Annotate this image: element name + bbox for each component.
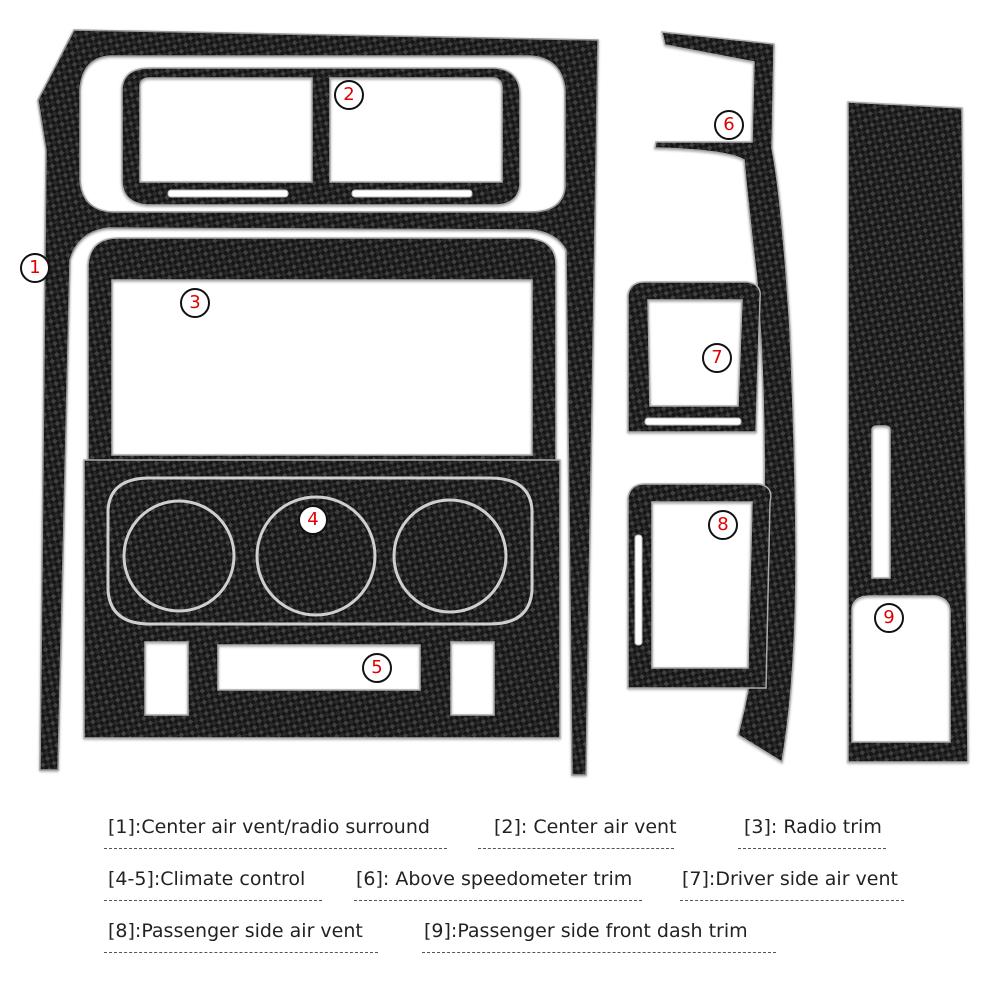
- legend-divider: [104, 952, 378, 953]
- legend-item: [7]:Driver side air vent: [682, 868, 898, 890]
- legend-divider: [354, 900, 642, 901]
- part-4-5-climate-control: [83, 459, 561, 739]
- part-2-center-air-vent: [121, 67, 521, 206]
- legend-item: [6]: Above speedometer trim: [356, 868, 633, 890]
- legend-divider: [104, 848, 447, 849]
- legend-row-3: [8]:Passenger side air vent [9]:Passenge…: [0, 920, 1000, 960]
- legend-item: [2]: Center air vent: [494, 816, 677, 838]
- legend-divider: [680, 900, 904, 901]
- part-number-marker: 7: [702, 343, 732, 373]
- legend-divider: [104, 900, 322, 901]
- parts-illustration: 1 2 3 4 5 6 7 8 9: [20, 29, 969, 776]
- legend-divider: [422, 952, 776, 953]
- legend-row-2: [4-5]:Climate control [6]: Above speedom…: [0, 868, 1000, 908]
- part-1-center-vent-radio-surround: [37, 29, 599, 776]
- part-6-above-speedometer-trim: [654, 31, 797, 764]
- part-3-radio-trim: [87, 237, 557, 463]
- legend-row-1: [1]:Center air vent/radio surround [2]: …: [0, 816, 1000, 856]
- part-number-marker: 9: [874, 603, 904, 633]
- part-number-marker: 2: [334, 80, 364, 110]
- legend-divider: [738, 848, 886, 849]
- part-9-passenger-side-front-dash-trim: [847, 101, 969, 763]
- carbon-parts-drawing: [37, 29, 969, 776]
- legend-item: [3]: Radio trim: [744, 816, 882, 838]
- part-number-marker: 1: [20, 253, 50, 283]
- part-7-driver-side-air-vent: [627, 281, 761, 433]
- part-number-marker: 8: [708, 510, 738, 540]
- legend-item: [4-5]:Climate control: [108, 868, 306, 890]
- part-8-passenger-side-air-vent: [627, 483, 772, 689]
- part-number-marker: 4: [298, 505, 328, 535]
- legend-item: [8]:Passenger side air vent: [108, 920, 363, 942]
- part-number-marker: 6: [714, 110, 744, 140]
- legend-item: [1]:Center air vent/radio surround: [108, 816, 430, 838]
- legend-item: [9]:Passenger side front dash trim: [424, 920, 748, 942]
- legend-divider: [478, 848, 674, 849]
- part-number-marker: 5: [362, 653, 392, 683]
- part-number-marker: 3: [180, 288, 210, 318]
